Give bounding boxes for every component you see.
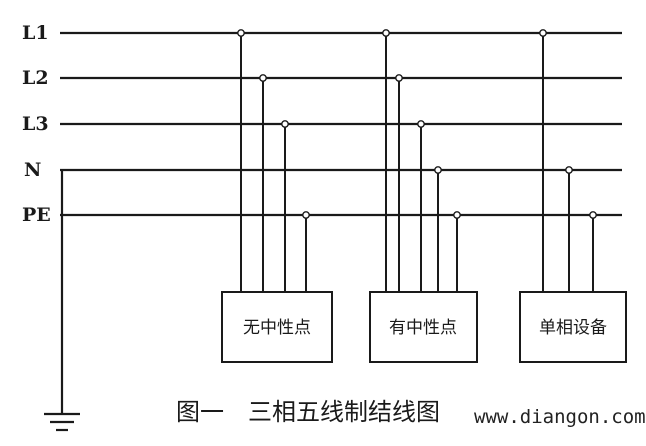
load-box-with-neutral	[369, 291, 478, 363]
load-with-neutral-group: 有中性点	[369, 29, 478, 363]
junction-node	[539, 29, 547, 37]
load-box-single-phase	[519, 291, 627, 363]
load-label-single-phase: 单相设备	[539, 318, 607, 338]
load-label-with-neutral: 有中性点	[389, 318, 457, 338]
diagram-caption: 图一 三相五线制结线图	[176, 398, 440, 426]
junction-node	[395, 74, 403, 82]
junction-node	[382, 29, 390, 37]
watermark: www.diangon.com	[474, 406, 646, 428]
bus-label-pe: PE	[22, 204, 51, 226]
junction-node	[259, 74, 267, 82]
load-single-phase-group: 单相设备	[519, 29, 627, 363]
junction-node	[453, 211, 461, 219]
load-no-neutral-group: 无中性点	[221, 29, 333, 363]
bus-label-l1: L1	[22, 22, 49, 44]
load-label-no-neutral: 无中性点	[243, 318, 311, 338]
bus-label-l3: L3	[22, 113, 49, 135]
junction-node	[589, 211, 597, 219]
junction-node	[237, 29, 245, 37]
load-box-no-neutral	[221, 291, 333, 363]
junction-node	[302, 211, 310, 219]
junction-node	[281, 120, 289, 128]
bus-label-n: N	[24, 159, 41, 181]
junction-node	[434, 166, 442, 174]
junction-node	[565, 166, 573, 174]
ground-symbol	[44, 170, 80, 432]
junction-node	[417, 120, 425, 128]
bus-label-l2: L2	[22, 67, 49, 89]
